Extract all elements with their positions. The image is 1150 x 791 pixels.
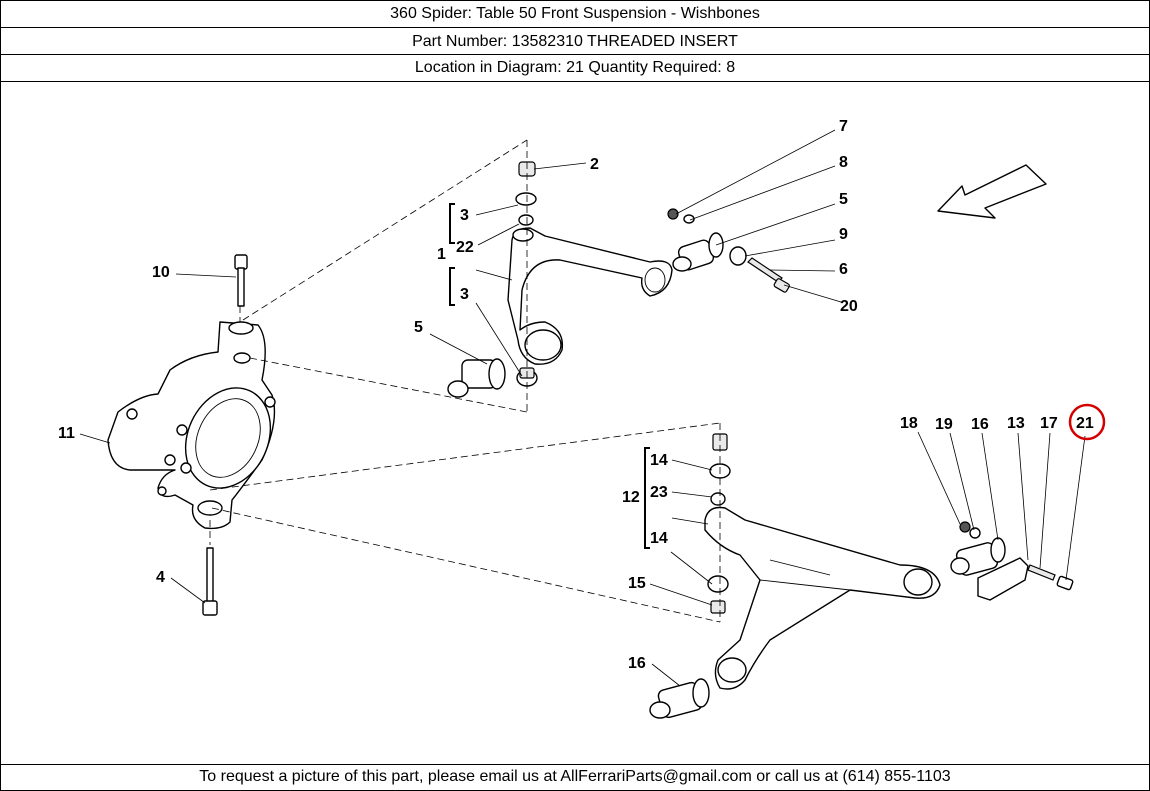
leader-lines [79, 129, 1086, 687]
group-brackets [449, 203, 650, 549]
footer-request-text: To request a picture of this part, pleas… [199, 768, 951, 785]
callout-14[interactable]: 14 [650, 530, 668, 547]
lower-wishbone[interactable] [704, 506, 941, 690]
callout-4[interactable]: 4 [156, 569, 165, 586]
divider [0, 81, 1150, 82]
upper-bolt [234, 254, 248, 307]
divider [0, 27, 1150, 28]
highlight-circle [1068, 403, 1106, 441]
divider [0, 54, 1150, 55]
callout-10[interactable]: 10 [152, 264, 170, 281]
callout-16[interactable]: 16 [971, 416, 989, 433]
lower-bushing-front [649, 678, 710, 719]
lower-bolt [202, 547, 218, 616]
part-number-line: Part Number: 13582310 THREADED INSERT [412, 33, 738, 50]
callout-6[interactable]: 6 [839, 261, 848, 278]
parts-diagram: 2 3 22 1 3 5 7 8 5 9 6 20 10 11 4 14 23 … [58, 118, 1106, 719]
callout-21[interactable]: 21 [1076, 415, 1094, 432]
callout-7[interactable]: 7 [839, 118, 848, 135]
callout-20[interactable]: 20 [840, 298, 858, 315]
location-line: Location in Diagram: 21 Quantity Require… [414, 59, 736, 76]
page-title: 360 Spider: Table 50 Front Suspension - … [390, 5, 760, 22]
callout-8[interactable]: 8 [839, 154, 848, 171]
callout-15[interactable]: 15 [628, 575, 646, 592]
upper-bushing-left [447, 358, 506, 398]
callout-14[interactable]: 14 [650, 452, 668, 469]
hub-carrier[interactable] [107, 321, 286, 530]
callout-11[interactable]: 11 [58, 425, 75, 442]
assembly-lines [209, 139, 721, 623]
callout-13[interactable]: 13 [1007, 415, 1025, 432]
callout-labels: 2 3 22 1 3 5 7 8 5 9 6 20 10 11 4 14 23 … [58, 118, 1094, 672]
callout-12[interactable]: 12 [622, 489, 640, 506]
callout-3[interactable]: 3 [460, 286, 469, 303]
callout-9[interactable]: 9 [839, 226, 848, 243]
direction-arrow-icon [937, 164, 1047, 219]
callout-1[interactable]: 1 [437, 246, 446, 263]
divider [0, 764, 1150, 765]
upper-wishbone[interactable] [507, 227, 673, 365]
callout-18[interactable]: 18 [900, 415, 918, 432]
callout-16[interactable]: 16 [628, 655, 646, 672]
callout-22[interactable]: 22 [456, 239, 474, 256]
callout-5[interactable]: 5 [839, 191, 848, 208]
callout-17[interactable]: 17 [1040, 415, 1058, 432]
callout-5[interactable]: 5 [414, 319, 423, 336]
callout-23[interactable]: 23 [650, 484, 668, 501]
callout-2[interactable]: 2 [590, 156, 599, 173]
lower-bushing-rear [950, 521, 1074, 601]
callout-3[interactable]: 3 [460, 207, 469, 224]
callout-19[interactable]: 19 [935, 416, 953, 433]
